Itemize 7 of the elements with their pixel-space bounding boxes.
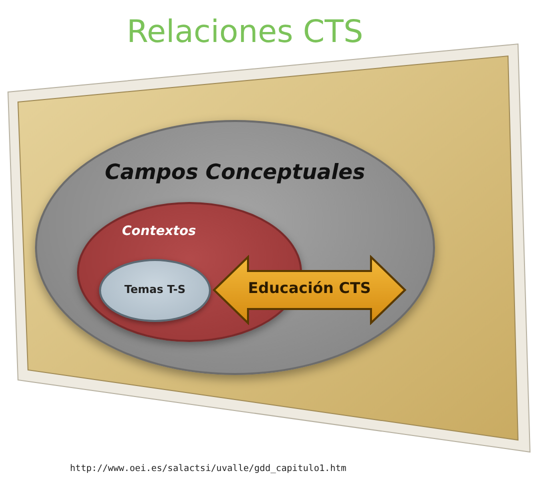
node-label: Campos Conceptuales bbox=[104, 160, 366, 184]
node-label: Temas T-S bbox=[123, 283, 187, 296]
inner-ellipse bbox=[99, 259, 211, 322]
node-label: Contextos bbox=[122, 224, 196, 239]
title: Relaciones CTS bbox=[126, 14, 364, 50]
source-url: http://www.oei.es/salactsi/uvalle/gdd_capitulo1.htm bbox=[70, 464, 346, 474]
node-label: Educación CTS bbox=[247, 279, 372, 297]
